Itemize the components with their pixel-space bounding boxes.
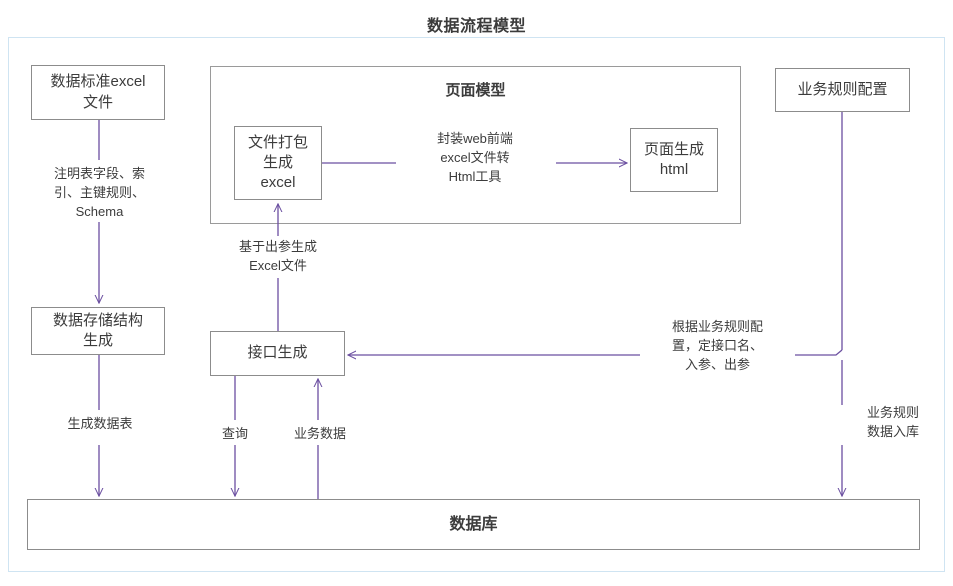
page-title: 数据流程模型 xyxy=(426,18,526,35)
node-page-generate-html[interactable]: 页面生成 html xyxy=(630,128,718,192)
edge-label-by-business-rule-config: 根据业务规则配 置，定接口名、 入参、出参 xyxy=(671,319,763,372)
edge-label-business-rule-data-storage: 业务规则 数据入库 xyxy=(866,405,919,439)
node-data-storage-structure-generation[interactable]: 数据存储结构 生成 xyxy=(31,307,165,355)
node-database[interactable]: 数据库 xyxy=(27,499,920,550)
edge-label-business-data: 业务数据 xyxy=(293,426,346,441)
edge-label-based-on-output-params: 基于出参生成 Excel文件 xyxy=(238,239,317,273)
group-page-model-label: 页面模型 xyxy=(445,82,506,99)
node-file-package-generate-excel[interactable]: 文件打包 生成 excel xyxy=(234,126,322,200)
node-business-rule-configuration[interactable]: 业务规则配置 xyxy=(775,68,910,112)
edge-label-query: 查询 xyxy=(221,426,248,441)
diagram-frame xyxy=(8,37,945,572)
node-data-standard-excel-file[interactable]: 数据标准excel 文件 xyxy=(31,65,165,120)
edge-label-web-frontend-excel-to-html-tool: 封装web前端 excel文件转 Html工具 xyxy=(437,131,513,184)
edge-label-schema: 注明表字段、索 引、主键规则、 Schema xyxy=(53,166,145,219)
node-interface-generation[interactable]: 接口生成 xyxy=(210,331,345,376)
edge-label-generate-data-table: 生成数据表 xyxy=(67,416,133,431)
